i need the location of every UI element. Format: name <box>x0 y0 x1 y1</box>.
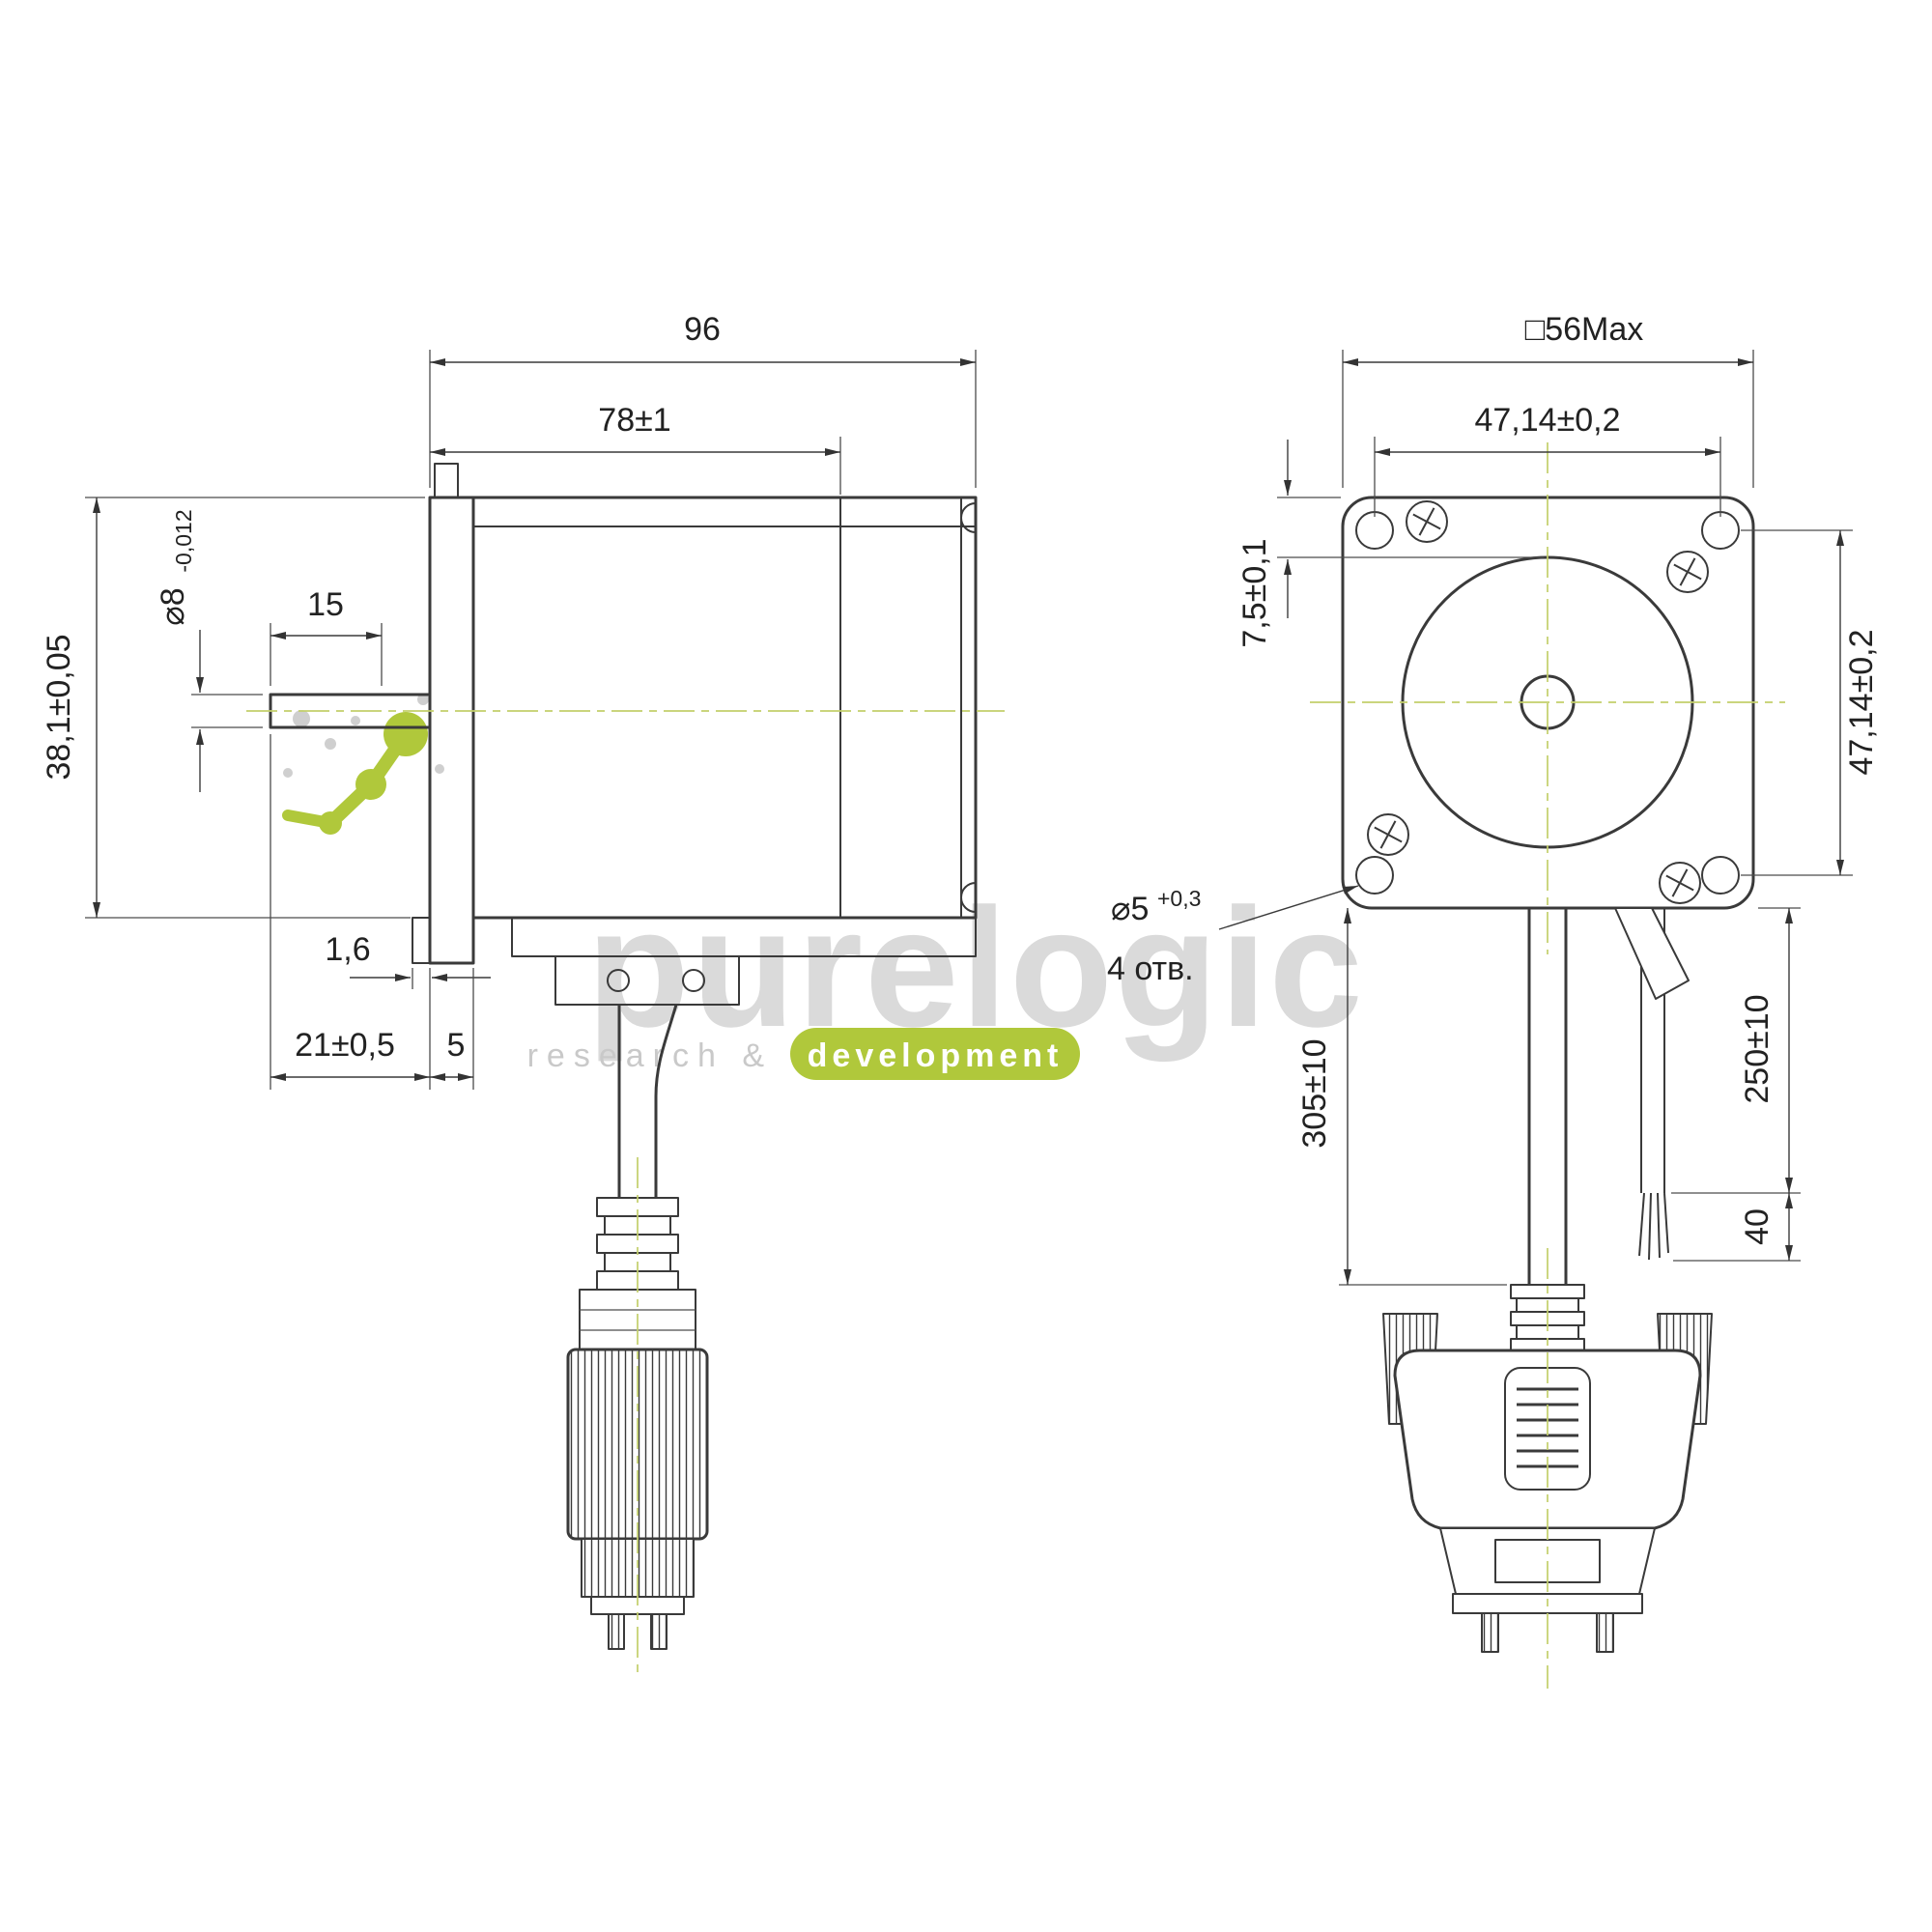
assembly-screw-bottom-right <box>1659 862 1701 904</box>
dim-text-hole-offset: 7,5±0,1 <box>1236 538 1273 647</box>
dim-strip-length: 40 <box>1673 1193 1801 1262</box>
dim-text-shaft-flat: 15 <box>307 586 344 623</box>
dim-cable-length: 305±10 <box>1296 908 1507 1286</box>
dim-text-hole-count: 4 отв. <box>1107 951 1194 987</box>
dim-square-size: □56Max <box>1342 311 1754 488</box>
dim-hole-diameter: ⌀5 +0,3 4 отв. <box>1107 885 1359 987</box>
watermark-tagline-left: research & <box>527 1037 773 1074</box>
cable-front <box>1527 907 1690 1285</box>
mount-hole-top-left <box>1355 511 1394 550</box>
dim-overall-length: 96 <box>429 311 977 488</box>
mount-hole-bottom-right <box>1701 856 1740 895</box>
assembly-screw-bottom-left <box>1367 813 1409 856</box>
dim-text-shaft-diameter-tol: -0,012 <box>171 509 196 572</box>
dim-text-body-length: 78±1 <box>598 402 670 439</box>
dim-hole-span-horizontal: 47,14±0,2 <box>1374 402 1721 517</box>
dim-text-shaft-length: 21±0,5 <box>295 1027 395 1064</box>
dim-text-shaft-diameter: ⌀8 <box>155 587 191 625</box>
motor-body-side <box>412 463 978 1006</box>
dim-text-strip-length: 40 <box>1739 1208 1776 1245</box>
dim-text-flange-step: 1,6 <box>325 931 370 968</box>
dim-body-length: 78±1 <box>430 402 841 495</box>
dim-shaft-flat: 15 <box>270 586 383 686</box>
dim-text-hole-span-horizontal: 47,14±0,2 <box>1474 402 1620 439</box>
dim-flange-step: 1,6 <box>325 931 491 1090</box>
dim-shaft-diameter: ⌀8 -0,012 <box>155 509 263 792</box>
dim-text-lead-length: 250±10 <box>1739 994 1776 1103</box>
watermark-tagline-right: development <box>808 1037 1064 1074</box>
assembly-screw-top-right <box>1666 551 1709 593</box>
dim-text-square-size: □56Max <box>1525 311 1644 348</box>
watermark: purelogic research & development <box>282 694 1363 1080</box>
dim-mount-height: 38,1±0,05 <box>41 497 425 919</box>
mount-hole-bottom-left <box>1355 856 1394 895</box>
dim-text-flange-thickness: 5 <box>447 1027 466 1064</box>
dim-text-hole-diameter: ⌀5 <box>1111 891 1149 927</box>
dim-shaft-length: 21±0,5 <box>270 734 430 1090</box>
front-view: □56Max 47,14±0,2 7,5±0,1 47,14±0,2 ⌀5 +0… <box>1107 311 1880 1689</box>
mount-hole-top-right <box>1701 511 1740 550</box>
dim-lead-length: 250±10 <box>1671 907 1801 1194</box>
cable-side <box>617 1004 678 1198</box>
dim-text-overall-length: 96 <box>684 311 721 348</box>
dim-text-hole-span-vertical: 47,14±0,2 <box>1843 629 1880 775</box>
dim-hole-offset: 7,5±0,1 <box>1236 440 1544 648</box>
assembly-screw-top-left <box>1406 500 1448 543</box>
dim-flange-thickness: 5 <box>430 968 474 1090</box>
dim-text-cable-length: 305±10 <box>1296 1038 1333 1148</box>
dim-text-mount-height: 38,1±0,05 <box>41 634 77 780</box>
dim-hole-span-vertical: 47,14±0,2 <box>1741 529 1880 876</box>
dim-text-hole-diameter-tol: +0,3 <box>1157 886 1201 911</box>
side-view: 96 78±1 15 ⌀8 -0,012 38,1±0,05 <box>41 311 1005 1677</box>
watermark-tagline-pill <box>790 1028 1080 1080</box>
watermark-logo <box>282 694 444 835</box>
